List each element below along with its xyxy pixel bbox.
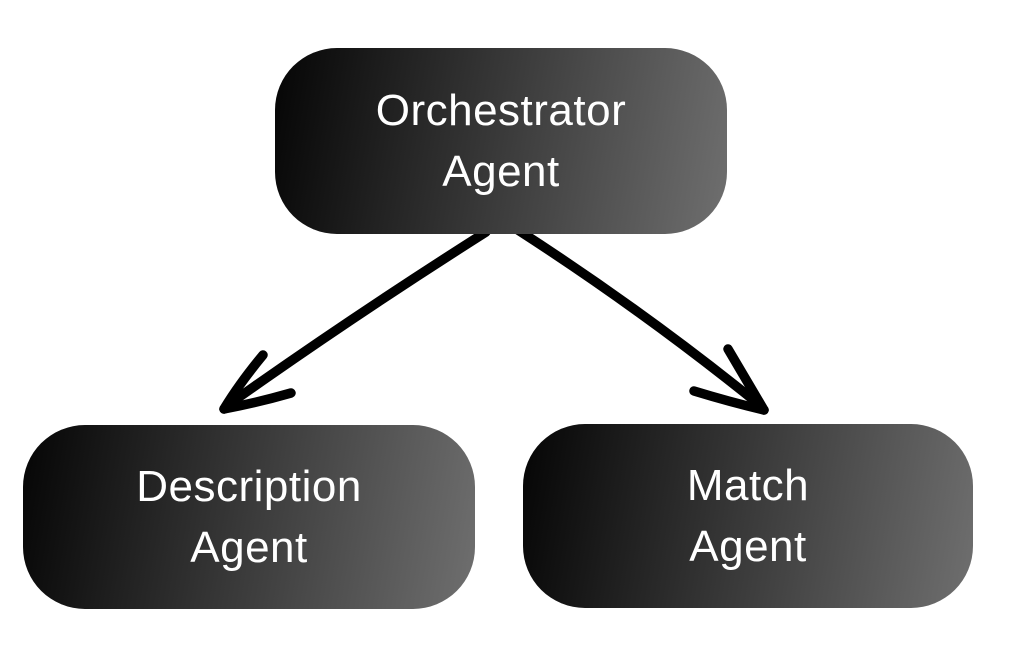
arrowhead-barb-side [689,386,769,415]
arrow-orchestrator-to-description [219,227,491,414]
arrow-shaft [513,225,766,411]
arrowhead-barb-side [219,388,296,414]
node-label-line: Orchestrator [375,86,627,135]
node-label-line: Description [136,462,362,511]
node-orchestrator-agent: Orchestrator Agent [275,48,727,234]
node-label-line: Match [686,461,810,510]
node-match-agent: Match Agent [523,424,973,608]
node-label-line: Agent [689,522,807,571]
arrowhead-barb-upper [723,344,769,415]
node-description-agent: Description Agent [23,425,475,609]
arrowhead-barb-upper [219,350,268,414]
arrow-shaft [223,227,491,410]
arrow-orchestrator-to-match [513,225,769,415]
node-label-line: Agent [442,147,560,196]
node-label-line: Agent [190,523,308,572]
